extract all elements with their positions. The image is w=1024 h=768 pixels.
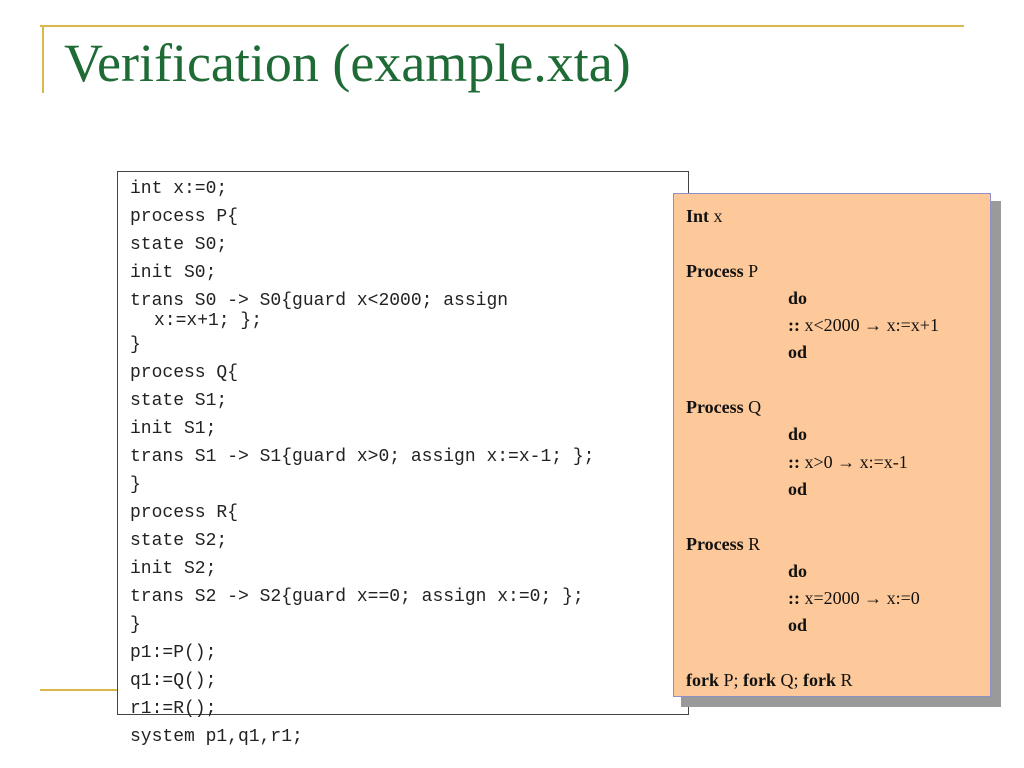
code-line: state S2;: [130, 527, 690, 555]
promela-keyword: Int: [686, 206, 710, 226]
promela-keyword: Process: [686, 260, 744, 281]
promela-text: P: [743, 260, 759, 281]
code-line-continuation: x:=x+1; };: [154, 311, 263, 331]
code-line-text: system p1,q1,r1;: [130, 727, 303, 747]
promela-keyword: Process: [686, 397, 744, 418]
promela-keyword: do: [788, 287, 808, 308]
promela-text: x: [709, 206, 723, 226]
code-line-text: process P{: [130, 207, 239, 227]
promela-line: [686, 640, 990, 667]
promela-line: od: [686, 476, 990, 503]
promela-line: Int x: [686, 203, 990, 230]
code-line-text: }: [130, 335, 141, 355]
promela-keyword: od: [788, 478, 808, 499]
promela-line: :: x=2000 → x:=0: [686, 585, 990, 612]
code-line-text: state S0;: [130, 235, 228, 255]
promela-line: Process R: [686, 531, 990, 558]
code-line-text: q1:=Q();: [130, 671, 217, 691]
promela-line: :: x>0 → x:=x-1: [686, 449, 990, 476]
title-left-rule: [42, 25, 44, 93]
code-line-text: state S1;: [130, 391, 228, 411]
promela-keyword: od: [788, 615, 808, 636]
code-line: system p1,q1,r1;: [130, 723, 690, 751]
code-line-text: init S1;: [130, 419, 217, 439]
code-line-text: trans S2 -> S2{guard x==0; assign x:=0; …: [130, 587, 584, 607]
code-line-text: }: [130, 615, 141, 635]
xta-code-listing: int x:=0; process P{ state S0; init S0; tran…: [130, 175, 690, 751]
code-line: init S2;: [130, 555, 690, 583]
code-line: init S1;: [130, 415, 690, 443]
code-line: int x:=0;: [130, 175, 690, 203]
code-line: }: [130, 611, 690, 639]
code-line-text: r1:=R();: [130, 699, 217, 719]
promela-keyword: fork: [803, 670, 837, 691]
promela-text: x>0 → x:=x-1: [800, 451, 908, 472]
code-line-text: init S0;: [130, 263, 217, 283]
promela-keyword: fork: [743, 670, 777, 691]
promela-line: :: x<2000 → x:=x+1: [686, 312, 990, 339]
code-line: trans S1 -> S1{guard x>0; assign x:=x-1;…: [130, 443, 690, 471]
slide-title: Verification (example.xta): [64, 33, 631, 93]
code-line: state S0;: [130, 231, 690, 259]
code-line: process P{: [130, 203, 690, 231]
promela-keyword: ::: [788, 588, 800, 609]
code-line: r1:=R();: [130, 695, 690, 723]
code-line-text: init S2;: [130, 559, 217, 579]
code-line: q1:=Q();: [130, 667, 690, 695]
code-line-text: trans S0 -> S0{guard x<2000; assign: [130, 291, 509, 311]
promela-line: Process P: [686, 258, 990, 285]
promela-keyword: od: [788, 342, 808, 363]
code-line: trans S2 -> S2{guard x==0; assign x:=0; …: [130, 583, 690, 611]
code-frame: [117, 171, 689, 715]
promela-line: do: [686, 558, 990, 585]
promela-text: Q;: [776, 670, 804, 691]
promela-line: [686, 503, 990, 530]
promela-text: x<2000 → x:=x+1: [800, 315, 939, 336]
promela-text: P;: [719, 670, 744, 691]
promela-text: Q: [743, 397, 762, 418]
code-line: }: [130, 471, 690, 499]
promela-keyword: Process: [686, 533, 744, 554]
code-line-text: int x:=0;: [130, 179, 228, 199]
code-line-text: state S2;: [130, 531, 228, 551]
promela-line: od: [686, 339, 990, 366]
promela-line: [686, 230, 990, 257]
promela-line: od: [686, 612, 990, 639]
code-line-text: trans S1 -> S1{guard x>0; assign x:=x-1;…: [130, 447, 595, 467]
code-line: p1:=P();: [130, 639, 690, 667]
promela-text: x=2000 → x:=0: [800, 588, 920, 609]
code-line: state S1;: [130, 387, 690, 415]
promela-line: fork P; fork Q; fork R: [686, 667, 990, 694]
promela-text: R: [836, 670, 853, 691]
title-top-rule: [40, 25, 964, 27]
code-line: process Q{: [130, 359, 690, 387]
code-line-text: p1:=P();: [130, 643, 217, 663]
code-line-text: }: [130, 475, 141, 495]
code-line: }: [130, 331, 690, 359]
code-line-text: process R{: [130, 503, 239, 523]
promela-line: do: [686, 421, 990, 448]
promela-keyword: ::: [788, 315, 800, 336]
code-line: process R{: [130, 499, 690, 527]
promela-text: R: [743, 533, 761, 554]
promela-line: [686, 367, 990, 394]
promela-keyword: do: [788, 560, 808, 581]
promela-keyword: fork: [686, 670, 719, 691]
promela-keyword: ::: [788, 451, 800, 472]
code-line: init S0;: [130, 259, 690, 287]
promela-line: Process Q: [686, 394, 990, 421]
promela-keyword: do: [788, 424, 808, 445]
promela-line: do: [686, 285, 990, 312]
code-line-text: process Q{: [130, 363, 239, 383]
